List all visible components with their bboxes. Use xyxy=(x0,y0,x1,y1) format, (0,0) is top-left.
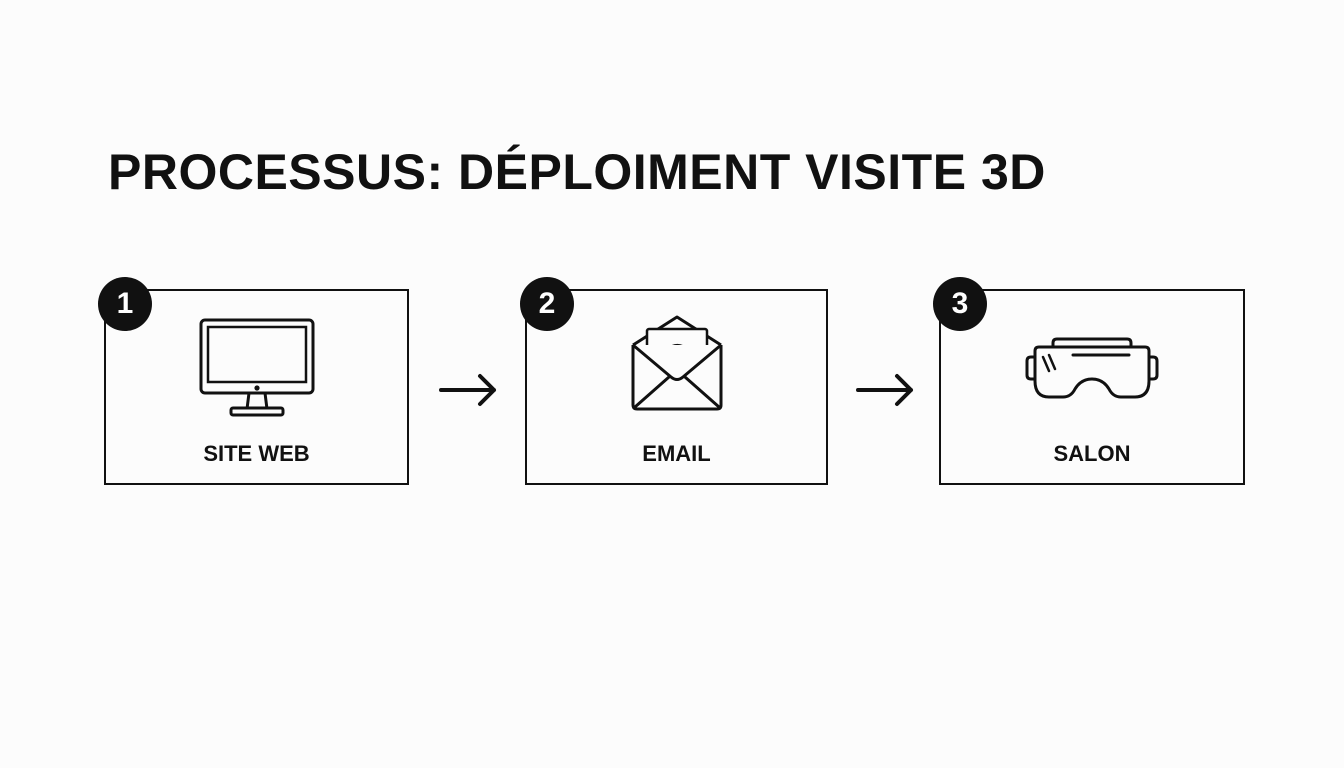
step-number-badge: 3 xyxy=(933,277,987,331)
arrow-right-icon xyxy=(439,374,496,406)
step-number-badge: 1 xyxy=(98,277,152,331)
step-label: SITE WEB xyxy=(203,441,310,466)
step-number-badge: 2 xyxy=(520,277,574,331)
arrow-right-icon xyxy=(856,374,913,406)
envelope-icon: @ xyxy=(631,315,722,411)
step-2-box: @ EMAIL xyxy=(525,289,828,485)
step-3-box: SALON xyxy=(939,289,1245,485)
monitor-icon xyxy=(199,318,314,417)
vr-headset-icon xyxy=(1025,337,1159,399)
step-1-box: SITE WEB xyxy=(104,289,409,485)
step-label: SALON xyxy=(1053,441,1131,466)
diagram-title: PROCESSUS: DÉPLOIMENT VISITE 3D xyxy=(108,144,1046,200)
step-label: EMAIL xyxy=(642,441,711,466)
